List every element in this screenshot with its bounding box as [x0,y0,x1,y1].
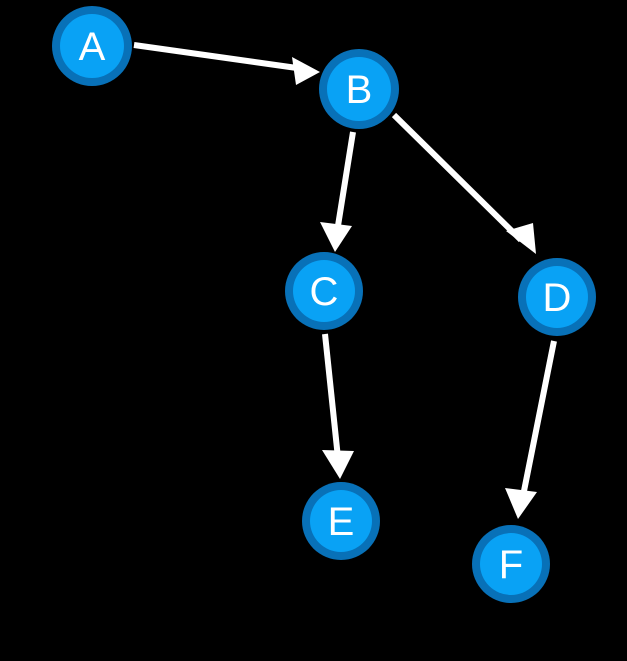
node-b-label: B [346,68,373,112]
edge-b-to-c-arrowhead [320,222,352,252]
node-f-label: F [499,543,523,587]
node-f-fill [480,533,542,595]
node-b-fill [327,57,391,121]
node-d-fill [526,266,588,328]
node-c[interactable]: C [285,252,363,330]
edge-a-to-b[interactable] [133,42,320,85]
edge-d-to-f[interactable] [505,340,557,519]
node-layer: A B C D E [52,6,596,603]
edge-b-to-d-arrowhead [506,223,536,254]
edge-d-to-f-line [520,340,557,497]
node-e-label: E [328,500,355,544]
node-c-label: C [310,270,339,314]
edge-layer [133,42,557,519]
edge-a-to-b-line [133,42,305,72]
edge-b-to-d[interactable] [391,112,536,254]
edge-b-to-c-line [334,131,356,233]
node-b[interactable]: B [319,49,399,129]
node-a[interactable]: A [52,6,132,86]
node-d[interactable]: D [518,258,596,336]
edge-a-to-b-arrowhead [292,57,320,85]
edge-c-to-e-line [322,333,341,459]
edge-c-to-e[interactable] [322,333,354,479]
node-d-label: D [543,276,572,320]
edge-d-to-f-arrowhead [505,488,537,519]
edge-b-to-c[interactable] [320,131,356,252]
node-a-fill [60,14,124,78]
node-e-fill [310,490,372,552]
edge-b-to-d-line [391,112,524,243]
node-a-label: A [79,25,106,69]
edge-c-to-e-arrowhead [322,450,354,479]
node-e[interactable]: E [302,482,380,560]
node-c-fill [293,260,355,322]
node-f[interactable]: F [472,525,550,603]
